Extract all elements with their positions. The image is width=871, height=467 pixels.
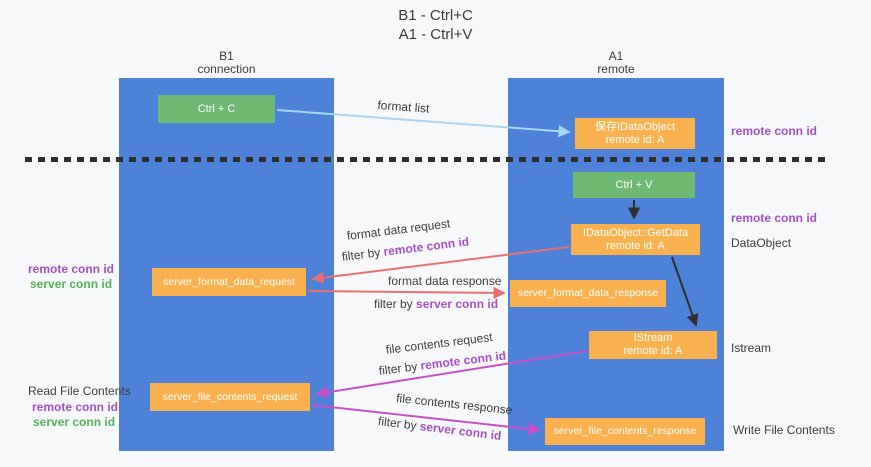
- read-file-contents-label: Read File Contents: [28, 384, 131, 398]
- dataobject-label: DataObject: [731, 236, 792, 250]
- left-remote-conn-id-label-2: remote conn id: [32, 400, 119, 414]
- ctrl-c-label: Ctrl + C: [197, 102, 236, 115]
- file-contents-response-label: file contents response: [395, 391, 514, 418]
- getdata-line2: remote id: A: [606, 239, 665, 252]
- filter-by-text: filter by: [341, 244, 385, 264]
- left-column-header: B1 connection: [119, 50, 334, 76]
- left-column-subtitle: connection: [197, 62, 256, 76]
- istream-side-label: Istream: [731, 341, 772, 355]
- right-column-subtitle: remote: [597, 62, 635, 76]
- server-format-data-response-box: server_format_data_response: [510, 280, 666, 307]
- left-column-name: B1: [219, 49, 234, 63]
- server-format-data-response-label: server_format_data_response: [517, 287, 659, 299]
- filter-by-text: filter by: [374, 297, 417, 311]
- format-data-response-arrow: [307, 286, 506, 300]
- right-column-header: A1 remote: [508, 50, 724, 76]
- left-server-conn-id-label: server conn id: [30, 277, 113, 291]
- server-conn-id-text: server conn id: [416, 297, 499, 311]
- istream-line2: remote id: A: [623, 345, 683, 357]
- write-file-contents-label: Write File Contents: [733, 423, 835, 437]
- server-format-data-request-box: server_format_data_request: [152, 268, 306, 296]
- filter-by-server-conn-id-label-1: filter by server conn id: [374, 297, 498, 311]
- filter-by-text: filter by: [377, 414, 421, 434]
- istream-line1: IStream: [633, 332, 673, 344]
- title-line-2: A1 - Ctrl+V: [398, 26, 473, 43]
- right-remote-conn-id-label-top: remote conn id: [731, 124, 818, 138]
- save-idataobject-line2: remote id: A: [605, 133, 665, 146]
- ctrl-v-label: Ctrl + V: [615, 178, 653, 191]
- save-idataobject-box: 保存IDataObject remote id: A: [575, 118, 695, 149]
- server-format-data-request-label: server_format_data_request: [163, 275, 295, 288]
- format-list-label: format list: [377, 98, 430, 116]
- istream-box: IStream remote id: A: [589, 331, 717, 359]
- remote-conn-id-text: remote conn id: [419, 348, 507, 373]
- filter-by-text: filter by: [378, 358, 422, 378]
- diagram-title: B1 - Ctrl+C A1 - Ctrl+V: [0, 6, 871, 44]
- filter-by-server-conn-id-label-2: filter by server conn id: [377, 414, 502, 443]
- right-column-name: A1: [608, 49, 624, 63]
- save-idataobject-line1: 保存IDataObject: [594, 120, 676, 133]
- server-conn-id-text: server conn id: [418, 419, 503, 444]
- left-remote-conn-id-label: remote conn id: [28, 262, 115, 276]
- server-file-contents-response-box: server_file_contents_response: [545, 418, 705, 445]
- getdata-line1: IDataObject::GetData: [582, 226, 689, 239]
- left-server-conn-id-label-2: server conn id: [33, 415, 116, 429]
- server-file-contents-response-label: server_file_contents_response: [553, 425, 697, 437]
- format-data-response-label: format data response: [388, 274, 502, 288]
- remote-conn-id-text: remote conn id: [382, 234, 470, 259]
- title-line-1: B1 - Ctrl+C: [398, 7, 473, 24]
- right-remote-conn-id-label-mid: remote conn id: [731, 211, 818, 225]
- getdata-box: IDataObject::GetData remote id: A: [571, 224, 700, 255]
- ctrl-v-box: Ctrl + V: [573, 172, 695, 198]
- server-file-contents-request-label: server_file_contents_request: [162, 390, 298, 403]
- dashed-separator: [25, 157, 831, 162]
- server-file-contents-request-box: server_file_contents_request: [150, 383, 310, 411]
- ctrl-c-box: Ctrl + C: [158, 95, 275, 123]
